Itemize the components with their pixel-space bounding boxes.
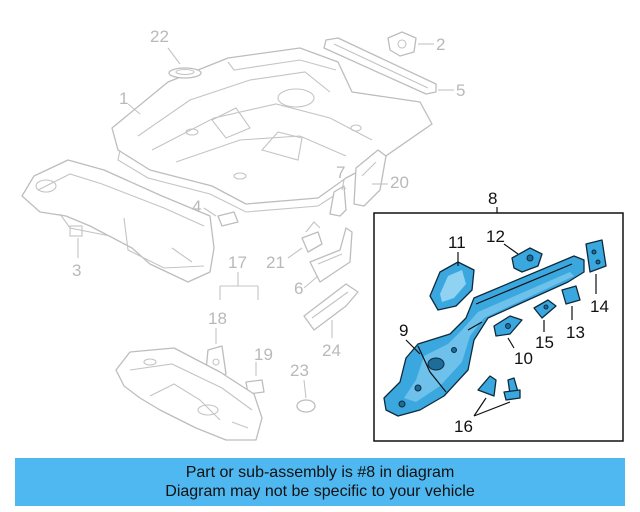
- parts-diagram: 1 22 5 2 3 4: [21, 27, 624, 442]
- svg-text:2: 2: [436, 35, 445, 54]
- callout-1: 1: [119, 89, 141, 115]
- svg-text:12: 12: [486, 227, 505, 246]
- part-1-rear-floor-pan: [111, 47, 433, 213]
- part-20-extension: 20: [353, 149, 409, 207]
- part-11-cap: 11: [429, 233, 475, 311]
- part-23-bolt: 23: [290, 361, 316, 413]
- part-7-gusset: 7: [329, 163, 347, 217]
- svg-text:21: 21: [266, 253, 285, 272]
- part-2-bracket: 2: [387, 31, 445, 57]
- svg-text:6: 6: [294, 279, 303, 298]
- part-24-rail-extension: 24: [303, 283, 359, 360]
- part-3-crossmember: 3: [21, 159, 215, 283]
- svg-text:4: 4: [192, 197, 201, 216]
- part-22-plug: 22: [150, 27, 202, 79]
- detail-frame: [373, 212, 624, 442]
- svg-text:11: 11: [448, 233, 466, 252]
- part-15-bracket: 15: [533, 299, 557, 352]
- assembly-8-detail: 8 9 11 12: [373, 189, 624, 442]
- svg-text:3: 3: [72, 261, 81, 280]
- part-4-bracket: 4: [192, 197, 239, 227]
- svg-text:7: 7: [336, 163, 345, 182]
- svg-text:10: 10: [514, 349, 533, 368]
- part-13-bracket: 13: [561, 285, 585, 342]
- info-banner: Part or sub-assembly is #8 in diagram Di…: [15, 458, 625, 506]
- svg-text:1: 1: [119, 89, 128, 108]
- svg-text:20: 20: [390, 173, 409, 192]
- part-10-cross-bracket: 10: [493, 315, 533, 368]
- svg-text:13: 13: [566, 323, 585, 342]
- svg-text:23: 23: [290, 361, 309, 380]
- part-16-brackets: 16: [454, 375, 521, 436]
- svg-text:17: 17: [228, 253, 247, 272]
- svg-text:16: 16: [454, 417, 473, 436]
- banner-line-1: Part or sub-assembly is #8 in diagram: [185, 464, 455, 481]
- svg-text:24: 24: [322, 341, 341, 360]
- svg-text:18: 18: [208, 309, 227, 328]
- svg-text:5: 5: [456, 81, 465, 100]
- part-6-side-bracket: 6: [294, 227, 353, 298]
- part-9-rear-frame-rail: 9: [383, 255, 585, 417]
- svg-text:19: 19: [254, 345, 273, 364]
- part-12-bracket: 12: [486, 227, 543, 273]
- callout-17-group: 17 18 19: [208, 253, 273, 376]
- banner-line-2: Diagram may not be specific to your vehi…: [165, 483, 475, 500]
- part-14-end-plate: 14: [585, 239, 609, 316]
- part-17-lower-panel: [115, 347, 263, 441]
- svg-text:15: 15: [535, 333, 554, 352]
- svg-text:14: 14: [590, 297, 609, 316]
- part-5-rear-panel-reinforcement: 5: [323, 37, 465, 100]
- svg-text:9: 9: [399, 321, 408, 340]
- svg-text:22: 22: [150, 27, 169, 46]
- svg-text:8: 8: [488, 189, 497, 208]
- part-21-bolt: 21: [266, 221, 323, 272]
